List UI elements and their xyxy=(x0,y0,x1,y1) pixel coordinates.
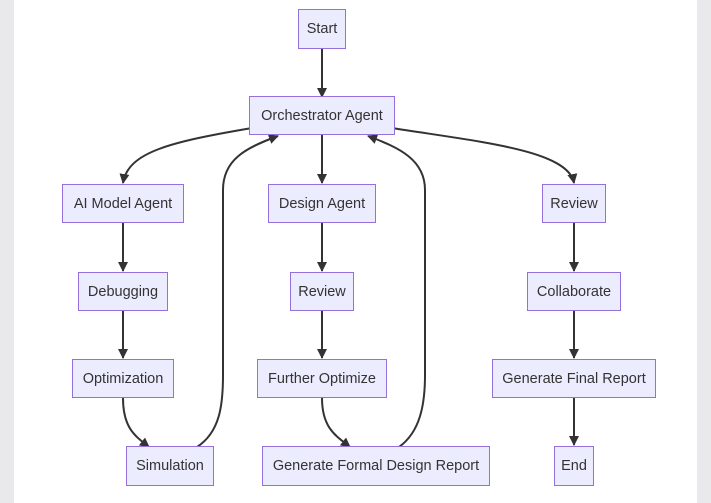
node-design-agent: Design Agent xyxy=(268,184,376,223)
edge-optimization-simulation xyxy=(122,397,150,448)
edge-simulation-orchestrator xyxy=(196,134,279,448)
edge-further-optimize-generate-formal-design-report xyxy=(321,397,351,448)
node-further-optimize: Further Optimize xyxy=(257,359,387,398)
node-collaborate: Collaborate xyxy=(527,272,621,311)
edge-generate-formal-design-report-orchestrator xyxy=(367,134,426,448)
node-optimization: Optimization xyxy=(72,359,174,398)
edge-orchestrator-review-right xyxy=(391,127,578,184)
node-simulation: Simulation xyxy=(126,446,214,486)
edge-orchestrator-ai-model-agent xyxy=(119,127,253,184)
node-generate-final-report: Generate Final Report xyxy=(492,359,656,398)
node-debugging: Debugging xyxy=(78,272,168,311)
node-review-mid: Review xyxy=(290,272,354,311)
node-generate-formal-design-report: Generate Formal Design Report xyxy=(262,446,490,486)
node-end: End xyxy=(554,446,594,486)
node-review-right: Review xyxy=(542,184,606,223)
node-start: Start xyxy=(298,9,346,49)
node-ai-model-agent: AI Model Agent xyxy=(62,184,184,223)
node-orchestrator-agent: Orchestrator Agent xyxy=(249,96,395,135)
diagram-canvas xyxy=(14,0,697,503)
